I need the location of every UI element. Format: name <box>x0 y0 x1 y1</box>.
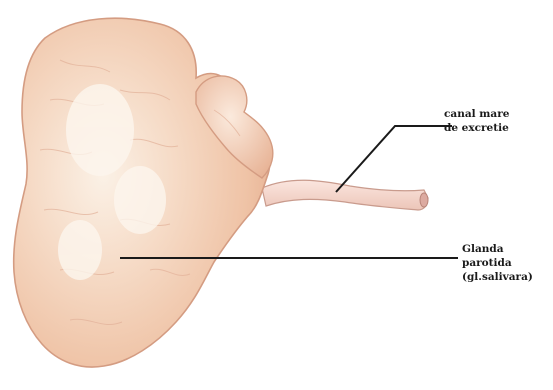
duct-label-line1: canal mare <box>444 107 509 121</box>
gland-label-line3: (gl.salivara) <box>462 270 533 284</box>
duct-pointer-line <box>336 126 452 192</box>
duct-label: canal mare de excretie <box>444 107 509 135</box>
gland-label: Glanda parotida (gl.salivara) <box>462 242 533 284</box>
gland-label-line2: parotida <box>462 256 533 270</box>
duct-label-line2: de excretie <box>444 121 509 135</box>
duct-opening <box>420 193 428 207</box>
gland-label-line1: Glanda <box>462 242 533 256</box>
excretory-duct <box>262 180 428 210</box>
